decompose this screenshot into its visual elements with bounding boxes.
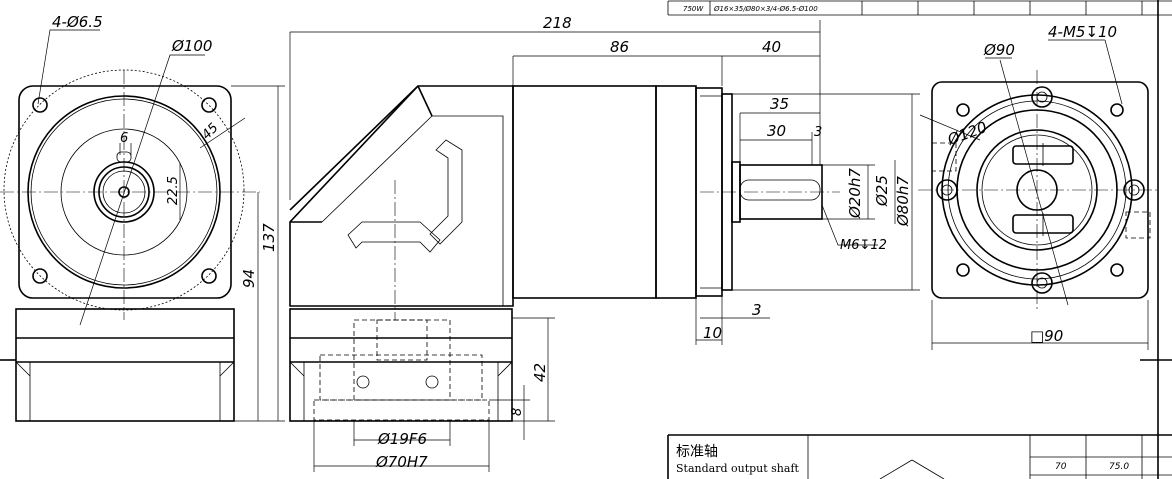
dim-bore-input: Ø19F6 xyxy=(377,430,427,448)
dim-flange-10: 10 xyxy=(703,324,722,342)
power-cell: 750W xyxy=(683,5,704,13)
dim-chamfer: 45 xyxy=(199,121,221,143)
output-flange-view xyxy=(918,59,1160,312)
dim-flange-square: □90 xyxy=(1030,327,1063,345)
dim-pilot-input: Ø70H7 xyxy=(375,453,428,471)
dim-center-thread: M6↧12 xyxy=(840,238,887,253)
dim-flange-3: 3 xyxy=(752,301,762,319)
dim-shaft-30: 30 xyxy=(767,122,786,140)
top-spec-table: 750W Ø16×35/Ø80×3/4-Ø6.5-Ø100 xyxy=(667,0,1172,16)
dimension-labels: 4-Ø6.5 Ø100 6 22.5 45 137 94 218 86 40 3… xyxy=(52,13,1117,471)
front-leaders xyxy=(37,29,285,422)
side-view xyxy=(289,85,840,422)
dim-height-axis: 94 xyxy=(240,269,258,288)
side-dimensions xyxy=(289,20,920,472)
dim-key-height: 22.5 xyxy=(166,176,181,205)
title-cn: 标准轴 xyxy=(676,444,718,460)
dim-circle-output: Ø120 xyxy=(944,118,989,149)
dim-key-width: 6 xyxy=(120,131,128,146)
dim-pilot-dia: Ø80h7 xyxy=(894,176,912,227)
dim-height-8: 8 xyxy=(510,408,525,416)
dim-height-42: 42 xyxy=(531,363,549,382)
dim-overall-length: 218 xyxy=(543,14,572,32)
dim-shaft-dia: Ø20h7 xyxy=(846,168,864,219)
title-block: 标准轴 Standard output shaft 70 75.0 xyxy=(667,434,1172,479)
dim-body-length: 86 xyxy=(610,38,629,56)
dim-shaft-length: 40 xyxy=(762,38,781,56)
input-flange-view xyxy=(0,69,260,422)
dim-tapped-holes: 4-M5↧10 xyxy=(1048,23,1117,41)
dim-shaft-3: 3 xyxy=(814,125,822,140)
spec-cell: Ø16×35/Ø80×3/4-Ø6.5-Ø100 xyxy=(713,5,818,13)
dim-pcd-front: Ø100 xyxy=(171,37,212,55)
title-value-b: 75.0 xyxy=(1109,462,1129,472)
dim-shaft-35: 35 xyxy=(770,95,789,113)
title-value-a: 70 xyxy=(1055,462,1067,472)
dim-pcd-output: Ø90 xyxy=(983,41,1015,59)
title-en: Standard output shaft xyxy=(676,462,800,475)
dim-height-total: 137 xyxy=(260,223,278,252)
dim-holes-front: 4-Ø6.5 xyxy=(52,13,103,31)
dim-collar-dia: Ø25 xyxy=(873,175,891,207)
